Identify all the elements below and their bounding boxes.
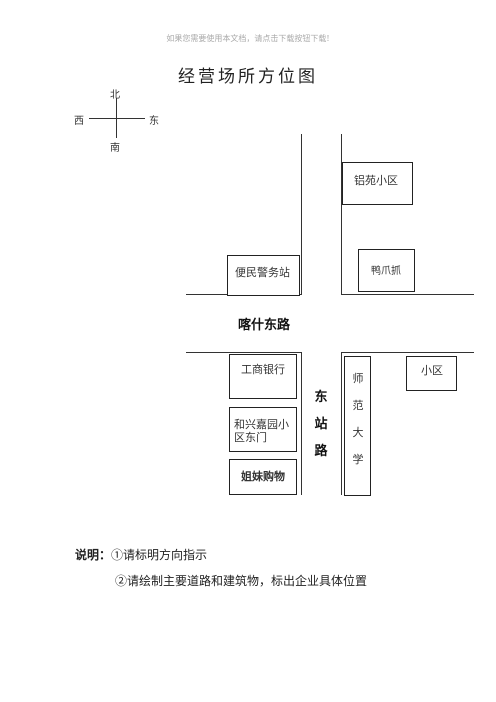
compass-north-label: 北 bbox=[110, 90, 120, 101]
page-title: 经营场所方位图 bbox=[178, 67, 318, 87]
horizontal-road-top-right bbox=[341, 294, 474, 295]
vertical-road-right-upper bbox=[341, 134, 342, 294]
building-normal-university: 师范大学 bbox=[344, 356, 371, 496]
building-lvyuan-label: 铝苑小区 bbox=[354, 174, 398, 187]
building-lvyuan: 铝苑小区 bbox=[342, 162, 413, 205]
notes-line-2: ②请绘制主要道路和建筑物，标出企业具体位置 bbox=[115, 572, 367, 589]
compass-south-label: 南 bbox=[110, 143, 120, 154]
horizontal-road-bottom-left bbox=[186, 352, 302, 353]
compass-east-label: 东 bbox=[149, 116, 159, 127]
vertical-road-left-lower bbox=[301, 352, 302, 495]
building-yazhua-label: 鸭爪抓 bbox=[371, 266, 401, 277]
building-jiemei-label: 姐妹购物 bbox=[241, 470, 285, 483]
horizontal-road-bottom-right bbox=[341, 352, 474, 353]
building-police-station: 便民警务站 bbox=[227, 255, 300, 296]
vertical-road-right-lower bbox=[341, 352, 342, 495]
notes-item-2: ②请绘制主要道路和建筑物，标出企业具体位置 bbox=[115, 574, 368, 588]
building-xiaoqu: 小区 bbox=[406, 356, 457, 391]
road-label-kashi-east: 喀什东路 bbox=[238, 318, 291, 333]
compass-ew-line bbox=[89, 118, 145, 119]
building-jiemei: 姐妹购物 bbox=[229, 459, 297, 495]
vertical-road-left-upper bbox=[301, 134, 302, 294]
building-police-label: 便民警务站 bbox=[235, 266, 290, 279]
building-icbc: 工商银行 bbox=[229, 354, 297, 399]
compass-west-label: 西 bbox=[74, 116, 84, 127]
download-notice: 如果您需要使用本文档，请点击下载按钮下载! bbox=[166, 34, 330, 43]
building-hexing: 和兴嘉园小区东门 bbox=[229, 407, 297, 452]
building-hexing-label: 和兴嘉园小区东门 bbox=[234, 418, 289, 444]
building-normal-university-label: 师范大学 bbox=[352, 372, 364, 466]
notes-label: 说明： bbox=[75, 548, 112, 562]
building-xiaoqu-label: 小区 bbox=[421, 364, 443, 377]
road-label-dongzhan: 东站路 bbox=[314, 390, 328, 459]
compass-ns-line bbox=[116, 98, 117, 138]
building-icbc-label: 工商银行 bbox=[241, 363, 285, 376]
building-yazhua: 鸭爪抓 bbox=[358, 249, 415, 292]
notes-item-1: ①请标明方向指示 bbox=[111, 548, 208, 562]
notes-line-1: 说明：①请标明方向指示 bbox=[75, 546, 207, 563]
